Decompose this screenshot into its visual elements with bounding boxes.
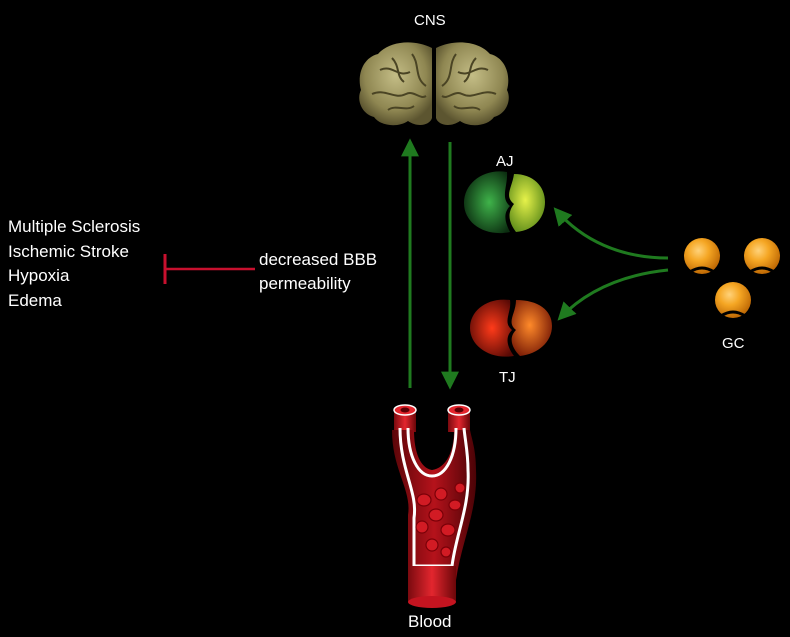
disease-list: Multiple Sclerosis Ischemic Stroke Hypox… bbox=[8, 215, 140, 313]
gc-sphere-icon bbox=[684, 238, 720, 274]
blood-label: Blood bbox=[408, 612, 452, 631]
aj-label: AJ bbox=[496, 153, 514, 170]
disease-item: Hypoxia bbox=[8, 266, 70, 285]
tight-junction-icon bbox=[470, 299, 552, 357]
bbb-permeability-text: decreased BBB permeability bbox=[259, 248, 377, 296]
bbb-text-line-1: decreased BBB bbox=[259, 250, 378, 269]
gc-to-aj-arrow bbox=[553, 207, 669, 260]
gc-label: GC bbox=[722, 335, 745, 352]
disease-item: Ischemic Stroke bbox=[8, 241, 129, 261]
brain-icon bbox=[359, 42, 509, 126]
inhibition-arrow bbox=[163, 254, 255, 284]
tj-label: TJ bbox=[499, 369, 516, 386]
gc-sphere-icon bbox=[715, 282, 751, 318]
gc-sphere-icon bbox=[744, 238, 780, 274]
cns-label: CNS bbox=[414, 12, 446, 29]
gc-to-tj-arrow bbox=[557, 268, 669, 321]
blood-vessel-icon bbox=[392, 404, 477, 608]
disease-item: Multiple Sclerosis bbox=[8, 217, 141, 236]
disease-item: Edema bbox=[8, 290, 62, 310]
glucocorticoid-icon bbox=[684, 238, 780, 318]
bbb-text-line-2: permeability bbox=[259, 274, 351, 293]
adherens-junction-icon bbox=[464, 171, 545, 234]
